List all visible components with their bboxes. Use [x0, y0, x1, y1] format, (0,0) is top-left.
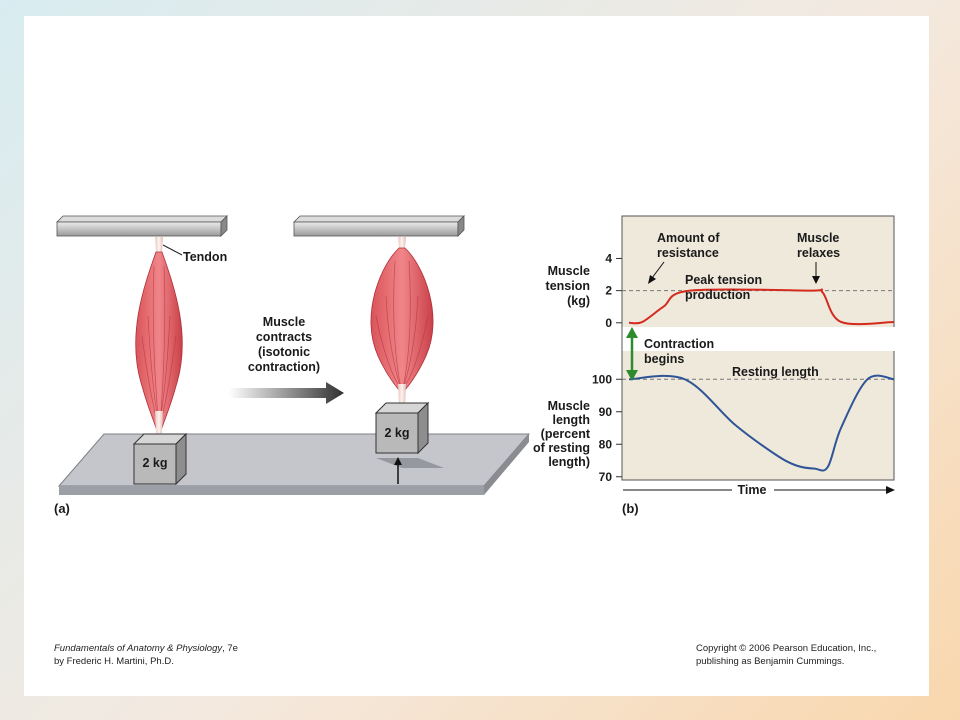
credit-left-line-2: by Frederic H. Martini, Ph.D.	[54, 656, 174, 667]
lift-arrow	[394, 457, 402, 484]
copyright-line-1: Copyright © 2006 Pearson Education, Inc.…	[696, 643, 877, 654]
length-tick-label-2: 80	[599, 437, 613, 451]
weight-label-left: 2 kg	[142, 456, 167, 470]
length-curve	[628, 374, 895, 472]
contraction-begins-arrow	[626, 327, 638, 381]
length-chart: 100 90 80 70	[592, 372, 895, 484]
arrow-caption-line-4: contraction)	[248, 360, 320, 374]
time-axis-arrow	[623, 486, 895, 494]
muscle-relaxes-line-2: relaxes	[797, 246, 840, 260]
arrow-caption-line-1: Muscle	[263, 315, 305, 329]
slide: Tendon 2 kg 2 kg Muscle contracts (isoto…	[24, 16, 929, 696]
weight-block-left	[132, 432, 188, 486]
tension-axis-label-2: tension	[546, 279, 590, 293]
length-axis-label-3: (percent	[541, 427, 591, 441]
credit-left: Fundamentals of Anatomy & Physiology, 7e…	[54, 642, 238, 668]
muscle-relaxes-line-1: Muscle	[797, 231, 839, 245]
amount-of-resistance-line-1: Amount of	[657, 231, 720, 245]
resistance-arrow	[648, 261, 665, 284]
weight-label-right: 2 kg	[384, 426, 409, 440]
length-tick-label-1: 90	[599, 405, 613, 419]
figure-svg: Tendon 2 kg 2 kg Muscle contracts (isoto…	[54, 215, 904, 516]
length-tick-label-3: 70	[599, 470, 613, 484]
time-axis-label: Time	[738, 483, 767, 497]
arrow-caption-line-2: contracts	[256, 330, 312, 344]
peak-tension-line-2: production	[685, 288, 750, 302]
ceiling-bar-left	[56, 215, 228, 237]
resting-length-label: Resting length	[732, 365, 819, 379]
weight-shadow	[376, 458, 444, 468]
panel-b-letter: (b)	[622, 501, 639, 516]
floor-platform	[57, 433, 531, 487]
tension-tick-label-1: 2	[605, 284, 612, 298]
credit-right: Copyright © 2006 Pearson Education, Inc.…	[696, 642, 876, 668]
tendon-leader-line	[162, 244, 183, 256]
muscle-relaxed	[135, 237, 183, 434]
ceiling-bar-right	[293, 215, 465, 237]
floor-platform-edge	[59, 486, 484, 495]
length-axis-label-2: length	[553, 413, 591, 427]
weight-block-right	[374, 401, 430, 455]
tendon-label: Tendon	[183, 250, 227, 264]
relaxes-arrow	[812, 262, 820, 284]
book-edition: , 7e	[222, 643, 238, 654]
credit-left-line-1: Fundamentals of Anatomy & Physiology, 7e	[54, 642, 238, 655]
tension-axis-label-3: (kg)	[567, 294, 590, 308]
length-tick-label-0: 100	[592, 372, 612, 386]
arrow-caption-line-3: (isotonic	[258, 345, 310, 359]
plot-gap	[604, 327, 904, 351]
tension-curve	[628, 288, 895, 326]
muscle-contracted	[370, 237, 434, 408]
tension-tick-label-2: 0	[605, 316, 612, 330]
contraction-begins-line-1: Contraction	[644, 337, 714, 351]
contraction-begins-line-2: begins	[644, 352, 684, 366]
copyright-line-2: publishing as Benjamin Cummings.	[696, 656, 845, 667]
tension-axis-label-1: Muscle	[548, 264, 590, 278]
length-axis-label-1: Muscle	[548, 399, 590, 413]
tension-chart: 4 2 0	[605, 251, 895, 330]
length-axis-label-4: of resting	[533, 441, 590, 455]
contract-arrow	[229, 382, 344, 404]
amount-of-resistance-line-2: resistance	[657, 246, 719, 260]
book-title: Fundamentals of Anatomy & Physiology	[54, 643, 223, 654]
panel-a-letter: (a)	[54, 501, 70, 516]
tension-tick-label-0: 4	[605, 251, 612, 265]
floor-platform-side	[484, 434, 529, 495]
peak-tension-line-1: Peak tension	[685, 273, 762, 287]
length-axis-label-5: length)	[548, 455, 590, 469]
